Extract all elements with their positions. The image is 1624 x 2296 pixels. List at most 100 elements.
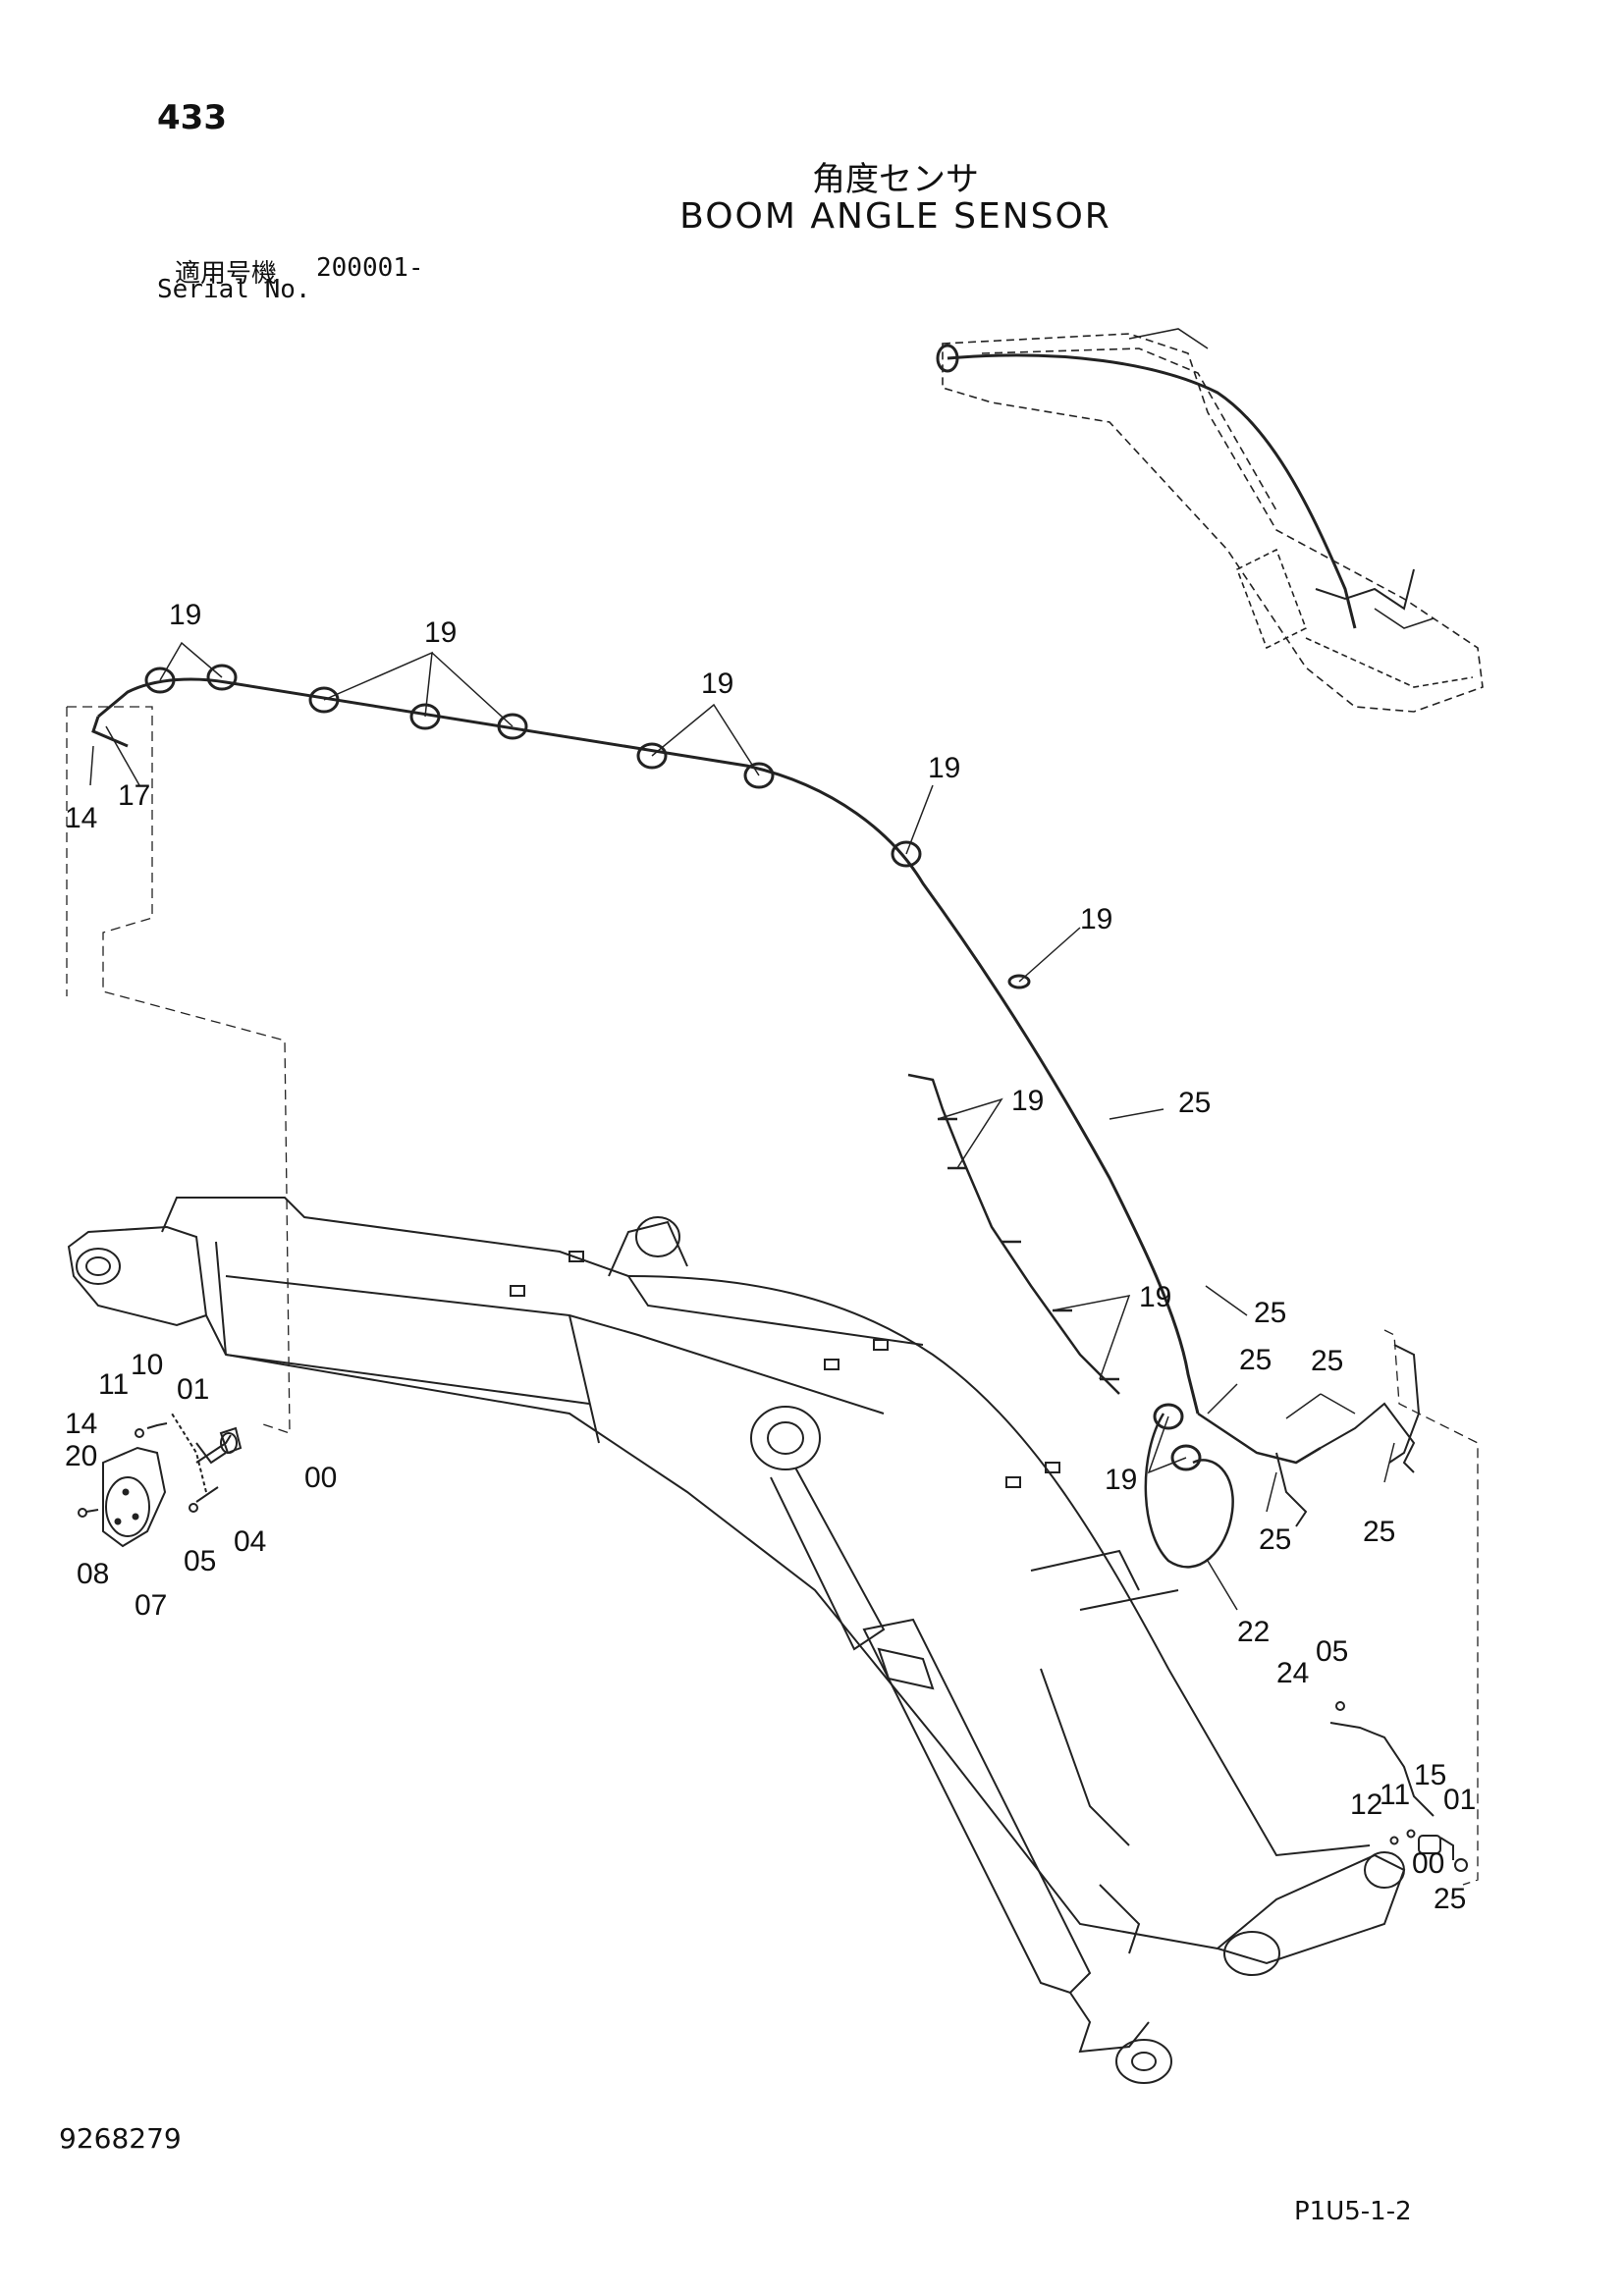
bracket-pin-hole: [635, 1216, 680, 1257]
overview-connector-cluster: [1315, 568, 1415, 611]
serial-range: 200001-: [316, 253, 424, 283]
callout-00: 00: [1412, 1847, 1444, 1880]
callout-19: 19: [1139, 1281, 1171, 1313]
sensor-guide-line: [171, 1413, 207, 1493]
clamp-19-e: [497, 713, 528, 740]
boom-plate-line: [1079, 1589, 1179, 1611]
clamp-19-a: [144, 667, 176, 694]
boom-foot-pin: [85, 1256, 111, 1276]
callout-25: 25: [1311, 1345, 1343, 1377]
callout-14: 14: [65, 802, 97, 834]
boom-plate-top: [627, 1275, 924, 1346]
leader-19h: [1147, 1415, 1187, 1474]
cylinder-tube: [862, 1618, 1092, 1995]
boom-foot-pin-hole: [76, 1248, 121, 1285]
leader-19e: [1018, 927, 1081, 983]
boom-side-line: [225, 1354, 590, 1405]
boom-top-edge: [161, 1197, 629, 1277]
leader-25f: [1383, 1442, 1395, 1483]
clamp-19-j: [1153, 1403, 1184, 1430]
leader-25c: [1207, 1383, 1238, 1415]
clamp-19-d: [409, 703, 441, 730]
leader-19b: [323, 651, 514, 727]
callout-25: 25: [1178, 1087, 1211, 1119]
connector-25-right: [1454, 1858, 1468, 1872]
cylinder-base-eye: [1115, 2039, 1172, 2084]
boom-structure: [67, 1197, 1406, 1976]
callout-19: 19: [928, 752, 960, 784]
callout-19: 19: [701, 667, 733, 700]
clamp-19-i: [1007, 974, 1031, 989]
page-code: P1U5-1-2: [1294, 2197, 1412, 2226]
callout-15: 15: [1414, 1759, 1446, 1791]
boom-cylinder: [750, 1406, 1172, 2084]
boom-boss-1: [510, 1285, 525, 1297]
callout-25: 25: [1363, 1516, 1395, 1548]
bolt-08-head: [78, 1508, 87, 1518]
page-number: 433: [157, 98, 227, 137]
bolt-14: [135, 1428, 144, 1438]
boom-head: [1215, 1853, 1406, 1965]
callout-07: 07: [135, 1589, 167, 1622]
cylinder-hose-port: [1099, 1884, 1141, 1954]
overview-cylinder: [1235, 548, 1308, 650]
leader-19g: [1052, 1295, 1131, 1380]
callout-12: 12: [1350, 1789, 1382, 1821]
harness-pigtail: [1275, 1452, 1308, 1527]
callout-25: 25: [1239, 1344, 1272, 1376]
callout-11: 11: [1380, 1779, 1410, 1811]
leader-22: [1207, 1560, 1238, 1611]
callout-01: 01: [1443, 1784, 1476, 1816]
callout-24: 24: [1276, 1657, 1309, 1689]
clamp-19-h: [891, 840, 922, 868]
boom-inner-edge: [1040, 1668, 1130, 1846]
callout-25: 25: [1434, 1883, 1466, 1915]
sensor-00: [219, 1426, 243, 1455]
bracket-04: [195, 1434, 232, 1464]
callout-19: 19: [1080, 903, 1112, 935]
callout-17: 17: [118, 779, 150, 812]
callout-00: 00: [304, 1462, 337, 1494]
boom-top-curve: [627, 1275, 1371, 1857]
callout-19: 19: [1011, 1085, 1044, 1117]
bracket-04-b: [195, 1442, 227, 1465]
callout-20: 20: [65, 1440, 97, 1472]
callout-14: 14: [65, 1408, 97, 1440]
callout-05: 05: [1316, 1635, 1348, 1668]
overview-boom-outline: [942, 333, 1484, 713]
leader-19c: [651, 703, 760, 776]
leader-lines: [89, 641, 1395, 1611]
cylinder-gland: [877, 1647, 935, 1690]
leader-19a: [159, 641, 223, 681]
leader-25d: [1285, 1393, 1356, 1419]
sensor-assembly-left: [78, 1413, 243, 1548]
callout-19: 19: [169, 599, 201, 631]
callout-25: 25: [1259, 1523, 1291, 1556]
harness-main: [97, 677, 1200, 1415]
harness-end-left: [91, 716, 129, 748]
boom-head-pin-end: [1364, 1851, 1405, 1889]
callout-10: 10: [131, 1349, 163, 1381]
sensor-cover-07: [102, 1446, 167, 1548]
title-english: BOOM ANGLE SENSOR: [679, 196, 1111, 237]
clamp-19-b: [206, 664, 238, 691]
leader-19f: [937, 1097, 1003, 1169]
callout-19: 19: [424, 616, 457, 649]
bolt-05-shaft: [195, 1486, 219, 1503]
leader-25e: [1266, 1471, 1277, 1513]
callout-25: 25: [1254, 1297, 1286, 1329]
overview-boom-top: [981, 347, 1277, 511]
leader-25b: [1205, 1285, 1248, 1316]
boom-bottom-edge: [205, 1314, 1218, 1949]
harness-right-lead: [1388, 1344, 1421, 1464]
serial-label-japanese: 適用号機: [175, 259, 278, 289]
callout-01: 01: [177, 1373, 209, 1406]
clamp-19-g: [743, 762, 775, 789]
callout-05: 05: [184, 1545, 216, 1577]
bolt-08: [85, 1509, 99, 1513]
overview-inset: [936, 328, 1484, 713]
harness-lower-run: [1197, 1412, 1322, 1465]
boom-web-1: [568, 1314, 600, 1444]
clamp-19-c: [308, 686, 340, 714]
title-japanese: 角度センサ: [812, 160, 979, 199]
